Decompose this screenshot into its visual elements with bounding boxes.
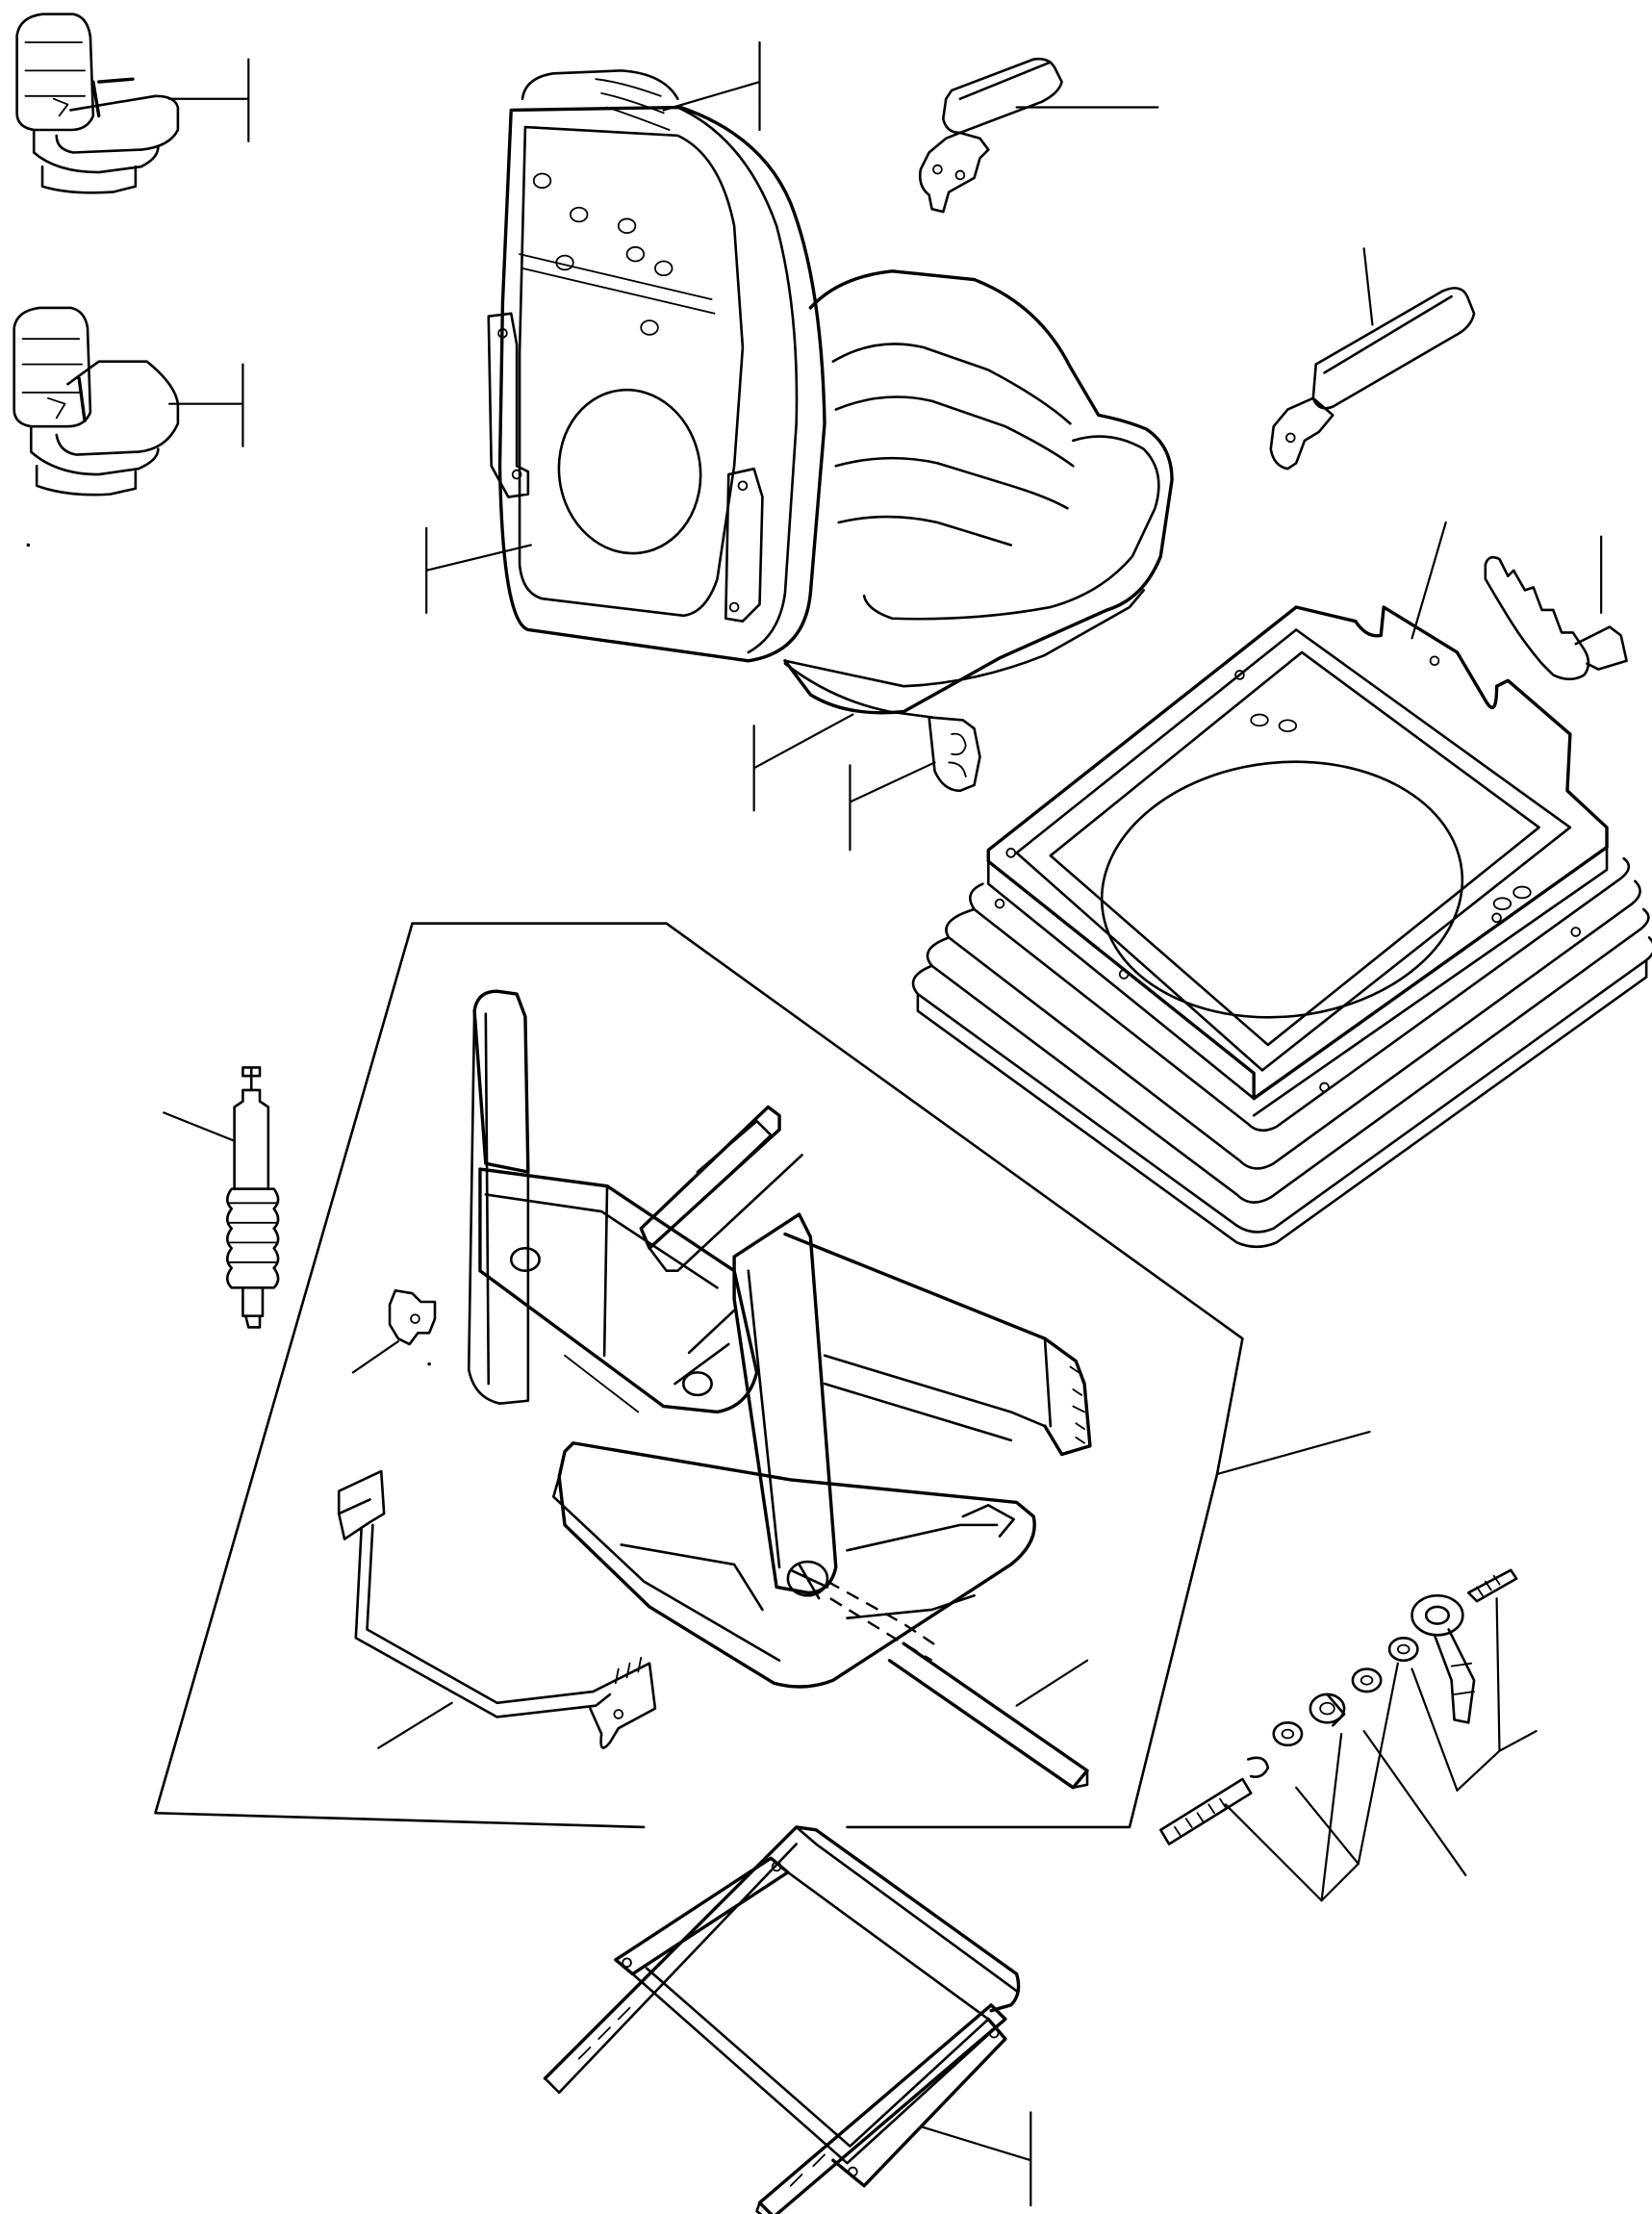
leader-line-12: [353, 1341, 398, 1372]
shock-absorber: [227, 1067, 278, 1327]
suspension-scissor-mechanism: [469, 991, 1090, 1687]
leader-line-15: [921, 2112, 1030, 2205]
leader-line-8: [1364, 248, 1373, 324]
armrest-left: [920, 59, 1061, 212]
dot-marker-2: [26, 543, 31, 547]
leader-line-1: [169, 60, 248, 141]
leader-lines-bolt-set: [1226, 1598, 1537, 1900]
spring-clip: [390, 1290, 435, 1344]
slide-rail-frame: [545, 1827, 1018, 2214]
leader-line-5: [754, 715, 853, 811]
leader-line-3: [664, 42, 760, 130]
seat-assembly-main: [489, 70, 1172, 790]
dot-marker: [427, 1361, 431, 1366]
tilt-ratchet-part: [1486, 557, 1627, 679]
seat-variant-thumbnail-2: [14, 308, 178, 495]
armrest-right: [1271, 288, 1474, 469]
suspension-top-frame-bellows: [913, 607, 1652, 1247]
adjust-lever-rod: [339, 1471, 655, 1747]
bolt-washer-set: [1160, 1570, 1516, 1845]
leader-line-14: [378, 1703, 451, 1748]
leader-line-6: [850, 762, 934, 850]
suspension-group-outline: [155, 924, 1369, 1827]
leader-line-4: [426, 528, 531, 613]
leader-line-13: [1017, 1661, 1087, 1706]
leader-line-2: [169, 365, 242, 446]
leader-line-11: [164, 1112, 234, 1140]
leader-line-10: [1412, 522, 1446, 638]
seat-variant-thumbnail-1: [17, 14, 178, 193]
height-adjust-bar: [890, 1643, 1087, 1788]
